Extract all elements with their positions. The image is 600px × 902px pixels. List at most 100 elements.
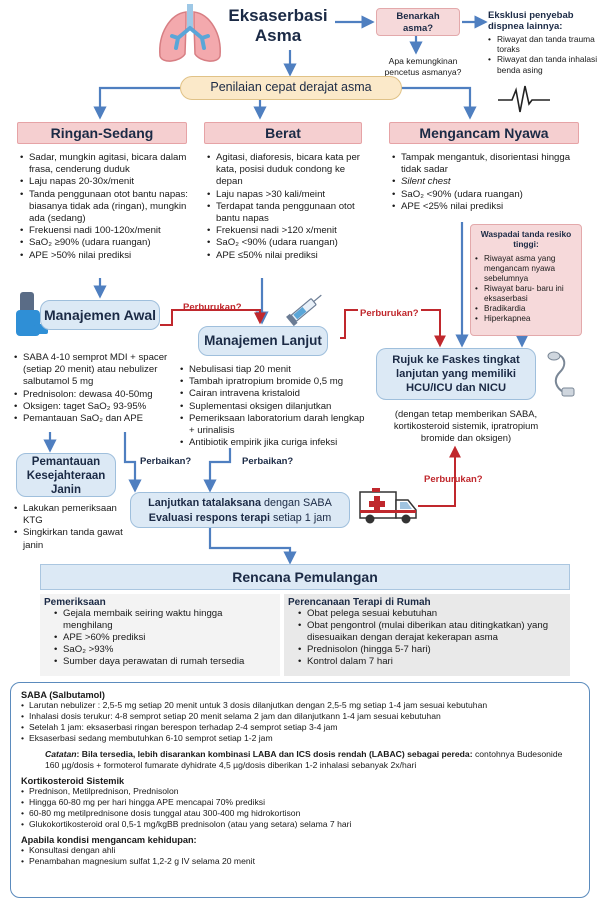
severe-header: Berat [204, 122, 362, 144]
exam-list: Gejala membaik seiring waktu hingga meng… [40, 608, 272, 668]
list-item: Pemeriksaan laboratorium darah lengkap +… [180, 413, 366, 437]
inhaler-icon [12, 290, 52, 340]
improvement-label: Perbaikan? [240, 456, 296, 467]
ecg-icon [498, 84, 550, 114]
referral-note: (dengan tetap memberikan SABA, kortikost… [393, 408, 539, 443]
list-item: Laju napas 20-30x/menit [20, 176, 192, 188]
continue-therapy-box: Lanjutkan tatalaksana dengan SABA Evalua… [130, 492, 350, 528]
list-item: SABA 4-10 semprot MDI + spacer (setiap 2… [14, 352, 178, 389]
list-item: APE >60% prediksi [54, 632, 272, 644]
question-line1: Benarkah [396, 11, 440, 22]
list-item: Nebulisasi tiap 20 menit [180, 364, 366, 376]
advanced-management-box: Manajemen Lanjut [198, 326, 328, 356]
list-item: SaO₂ ≥90% (udara ruangan) [20, 237, 192, 249]
title-line1: Eksaserbasi [228, 6, 328, 25]
list-item: APE <25% nilai prediksi [392, 201, 588, 213]
life-threat-criteria-list: Tampak mengantuk, disorientasi hingga ti… [392, 152, 588, 213]
list-item: Riwayat dan tanda inhalasi benda asing [488, 54, 598, 74]
list-item: Laju napas >30 kali/meint [207, 189, 367, 201]
list-item: SaO₂ <90% (udara ruangan) [207, 237, 367, 249]
list-item: Singkirkan tanda gawat janin [14, 527, 126, 551]
lungs-icon [150, 4, 230, 66]
list-item: Tanda penggunaan otot bantu napas: biasa… [20, 189, 192, 226]
list-item: Prednison, Metilprednison, Prednisolon [21, 786, 579, 797]
list-item: Agitasi, diaforesis, bicara kata per kat… [207, 152, 367, 189]
ambulance-icon [356, 486, 420, 526]
discharge-exam-panel: Pemeriksaan Gejala membaik seiring waktu… [40, 594, 280, 676]
list-item: Tambah ipratropium bromide 0,5 mg [180, 376, 366, 388]
continue-line1-rest: dengan SABA [260, 497, 332, 509]
trigger-question: Apa kemungkinan pencetus asmanya? [384, 56, 462, 77]
home-therapy-panel: Perencanaan Terapi di Rumah Obat pelega … [284, 594, 570, 676]
list-item: Obat pengontrol (mulai diberikan atau di… [298, 620, 564, 644]
list-item: 60-80 mg metilprednisone dosis tunggal a… [21, 808, 579, 819]
advanced-management-list: Nebulisasi tiap 20 menit Tambah ipratrop… [180, 364, 366, 450]
mild-header: Ringan-Sedang [17, 122, 187, 144]
page-title: Eksaserbasi Asma [222, 6, 334, 46]
improvement-label: Perbaikan? [138, 456, 194, 467]
initial-management-box: Manajemen Awal [40, 300, 160, 330]
list-item: Sadar, mungkin agitasi, bicara dalam fra… [20, 152, 192, 176]
life-threat-title: Apabila kondisi mengancam kehidupan: [21, 835, 197, 845]
list-item: Tampak mengantuk, disorientasi hingga ti… [392, 152, 588, 176]
question-line2: asma? [402, 22, 434, 34]
mild-criteria-list: Sadar, mungkin agitasi, bicara dalam fra… [20, 152, 192, 262]
worsening-label: Perburukan? [358, 308, 421, 319]
note-rest: contohnya Budesonide 160 µg/dosis + form… [45, 749, 563, 770]
list-item: SaO₂ <90% (udara ruangan) [392, 189, 588, 201]
list-item: Glukokortikosteroid oral 0,5-1 mg/kgBB p… [21, 819, 579, 830]
list-item: Frekuensi nadi >120 x/menit [207, 225, 367, 237]
list-item: Oksigen: taget SaO₂ 93-95% [14, 401, 178, 413]
nebulizer-icon [542, 350, 578, 398]
list-item: Suplementasi oksigen dilanjutkan [180, 401, 366, 413]
life-threat-header: Mengancam Nyawa [389, 122, 579, 144]
fetal-monitoring-box: Pemantauan Kesejahteraan Janin [16, 453, 116, 497]
list-item: Riwayat asma yang mengancam nyawa sebelu… [475, 254, 577, 284]
drug-reference-box: SABA (Salbutamol) Larutan nebulizer : 2,… [10, 682, 590, 898]
list-item: SaO₂ >93% [54, 644, 272, 656]
saba-list: Larutan nebulizer : 2,5-5 mg setiap 20 m… [21, 700, 579, 744]
worsening-label: Perburukan? [424, 474, 483, 485]
home-therapy-title: Perencanaan Terapi di Rumah [288, 597, 431, 608]
corticosteroid-title: Kortikosteroid Sistemik [21, 776, 125, 786]
list-item: Cairan intravena kristaloid [180, 388, 366, 400]
list-item: Antibiotik empirik jika curiga infeksi [180, 437, 366, 449]
list-item: Riwayat baru- baru ini eksaserbasi [475, 284, 577, 304]
list-item: APE >50% nilai prediksi [20, 250, 192, 262]
fetal-monitoring-list: Lakukan pemeriksaan KTG Singkirkan tanda… [14, 503, 126, 552]
exam-title: Pemeriksaan [44, 597, 106, 608]
syringe-icon [284, 290, 328, 327]
referral-box: Rujuk ke Faskes tingkat lanjutan yang me… [376, 348, 536, 400]
list-item: Bradikardia [475, 304, 577, 314]
note-bold: : Bila tersedia, lebih disarankan kombin… [76, 749, 473, 759]
continue-line2-bold: Evaluasi respons terapi [148, 512, 270, 524]
corticosteroid-list: Prednison, Metilprednison, Prednisolon H… [21, 786, 579, 830]
risk-title: Waspadai tanda resiko tinggi: [480, 229, 572, 249]
list-item: Inhalasi dosis terukur: 4-8 semprot seti… [21, 711, 579, 722]
saba-title: SABA (Salbutamol) [21, 690, 105, 700]
list-item: Kontrol dalam 7 hari [298, 656, 564, 668]
assessment-pill: Penilaian cepat derajat asma [180, 76, 402, 100]
exclusion-block: Eksklusi penyebab dispnea lainnya: Riway… [488, 10, 598, 75]
home-therapy-list: Obat pelega sesuai kebutuhan Obat pengon… [284, 608, 564, 668]
note-label: Catatan [45, 749, 77, 759]
worsening-label: Perburukan? [183, 302, 242, 313]
risk-list: Riwayat asma yang mengancam nyawa sebelu… [475, 254, 577, 324]
laba-note: Catatan: Bila tersedia, lebih disarankan… [21, 749, 579, 771]
list-item: Hingga 60-80 mg per hari hingga APE menc… [21, 797, 579, 808]
list-item: Prednisolon (hingga 5-7 hari) [298, 644, 564, 656]
title-line2: Asma [254, 26, 302, 45]
list-item: Prednisolon: dewasa 40-50mg [14, 389, 178, 401]
life-threat-list: Konsultasi dengan ahli Penambahan magnes… [21, 845, 579, 867]
list-item: APE ≤50% nilai prediksi [207, 250, 367, 262]
discharge-title: Rencana Pemulangan [40, 564, 570, 590]
list-item: Pemantauan SaO₂ dan APE [14, 413, 178, 425]
list-item: Terdapat tanda penggunaan otot bantu nap… [207, 201, 367, 225]
severe-criteria-list: Agitasi, diaforesis, bicara kata per kat… [207, 152, 367, 262]
list-item: Sumber daya perawatan di rumah tersedia [54, 656, 272, 668]
list-item: Silent chest [392, 176, 588, 188]
continue-line2-rest: setiap 1 jam [270, 512, 332, 524]
list-item: Konsultasi dengan ahli [21, 845, 579, 856]
list-item: Hiperkapnea [475, 314, 577, 324]
list-item: Lakukan pemeriksaan KTG [14, 503, 126, 527]
